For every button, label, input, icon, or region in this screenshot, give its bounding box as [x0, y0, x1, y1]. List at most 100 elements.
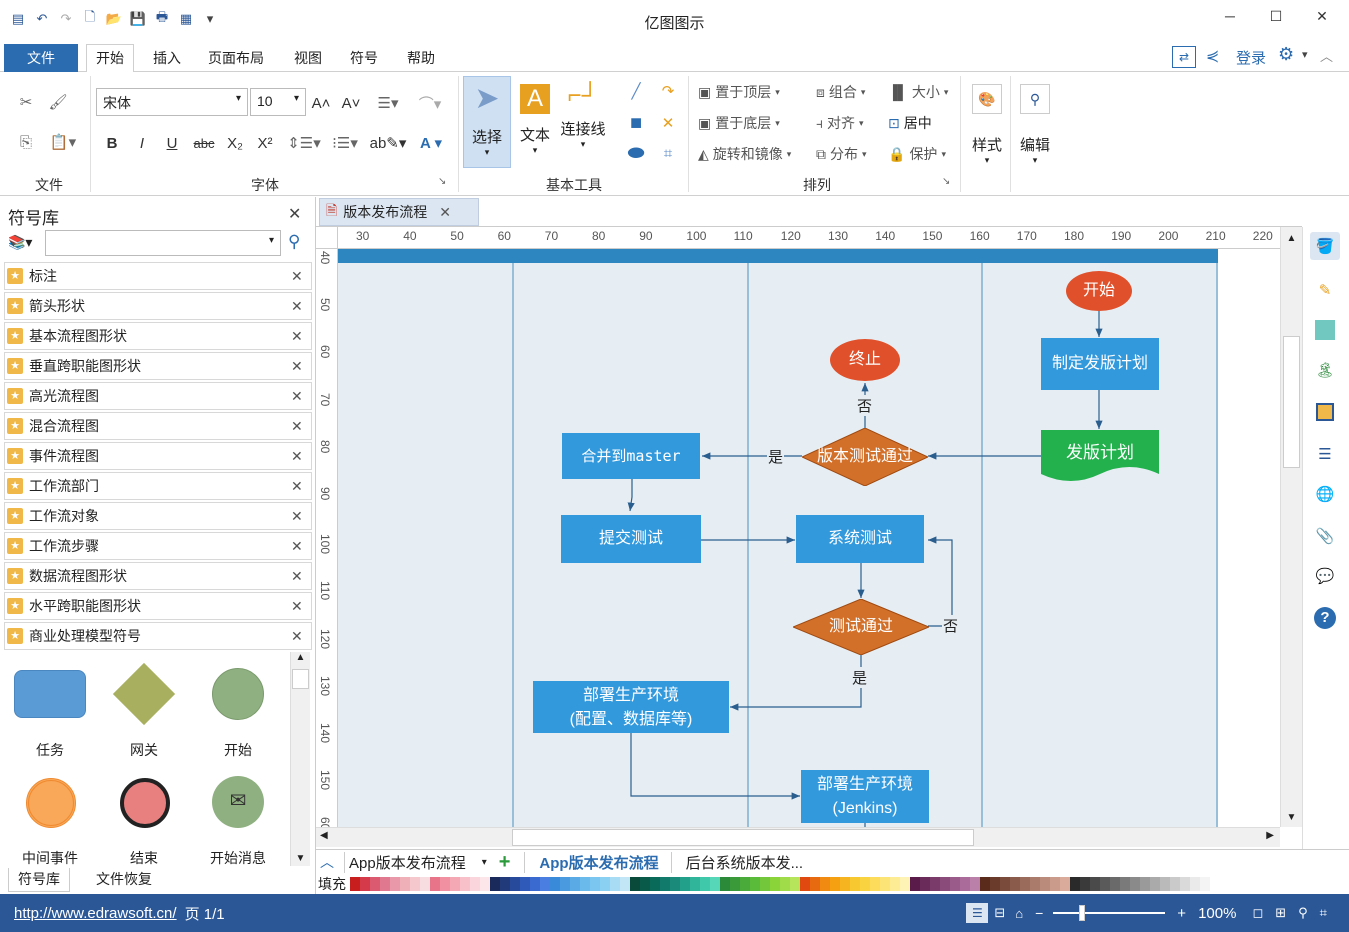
point-tool-icon[interactable]: ✕: [661, 115, 675, 132]
page-tab-active[interactable]: App版本发布流程: [524, 851, 659, 873]
app-menu-icon[interactable]: ▤: [11, 11, 25, 26]
close-library-item-icon[interactable]: ✕: [291, 507, 303, 524]
color-swatch[interactable]: [850, 877, 860, 891]
website-link[interactable]: http://www.edrawsoft.cn/: [14, 904, 177, 922]
color-swatch[interactable]: [690, 877, 700, 891]
color-swatch[interactable]: [550, 877, 560, 891]
close-library-item-icon[interactable]: ✕: [291, 417, 303, 434]
color-swatch[interactable]: [710, 877, 720, 891]
start-message-shape[interactable]: ✉: [212, 776, 264, 828]
tab-insert[interactable]: 插入: [153, 50, 181, 66]
close-window-button[interactable]: ✕: [1316, 8, 1328, 24]
close-library-item-icon[interactable]: ✕: [291, 477, 303, 494]
color-swatch[interactable]: [370, 877, 380, 891]
color-swatch[interactable]: [1150, 877, 1160, 891]
normal-view-icon[interactable]: ☰: [966, 903, 989, 923]
color-swatch[interactable]: [680, 877, 690, 891]
color-swatch[interactable]: [1070, 877, 1080, 891]
test-pass-decision[interactable]: 测试通过: [793, 599, 929, 655]
color-swatch[interactable]: [1170, 877, 1180, 891]
send-to-back-button[interactable]: ▣置于底层▾: [698, 111, 780, 135]
page-selector[interactable]: App版本发布流程: [344, 851, 466, 873]
color-swatch[interactable]: [490, 877, 500, 891]
vertical-scroll-thumb[interactable]: [1283, 336, 1300, 468]
settings-dropdown-icon[interactable]: ▾: [1302, 49, 1308, 61]
color-swatch[interactable]: [1130, 877, 1140, 891]
color-swatch[interactable]: [870, 877, 880, 891]
rotate-mirror-button[interactable]: ◭旋转和镜像▾: [698, 142, 791, 166]
tab-file-recovery[interactable]: 文件恢复: [96, 871, 152, 887]
grid-icon[interactable]: ⌗: [1319, 905, 1327, 920]
tab-help[interactable]: 帮助: [407, 50, 435, 66]
merge-node[interactable]: 合并到master: [562, 433, 700, 479]
zoom-slider[interactable]: [1053, 905, 1166, 921]
color-swatch[interactable]: [810, 877, 820, 891]
close-library-item-icon[interactable]: ✕: [291, 567, 303, 584]
export-icon[interactable]: ▦: [179, 11, 193, 26]
horizontal-scrollbar[interactable]: ◀ ▶: [316, 827, 1280, 847]
tab-view[interactable]: 视图: [294, 50, 322, 66]
color-swatch[interactable]: [750, 877, 760, 891]
tab-file[interactable]: 文件: [4, 44, 78, 72]
zoom-in-icon[interactable]: +: [1177, 904, 1187, 922]
font-dialog-launcher-icon[interactable]: ↘: [438, 176, 447, 187]
end-node[interactable]: 终止: [830, 339, 900, 381]
undo-icon[interactable]: ↶: [36, 11, 48, 26]
color-swatch[interactable]: [600, 877, 610, 891]
customize-qat-icon[interactable]: ▾: [206, 11, 214, 26]
close-library-item-icon[interactable]: ✕: [291, 387, 303, 404]
line-style-icon[interactable]: ✎: [1318, 282, 1332, 299]
library-item[interactable]: ★工作流步骤✕: [4, 532, 312, 560]
copy-icon[interactable]: ⎘: [19, 133, 32, 151]
scroll-up-icon[interactable]: ▲: [295, 652, 306, 663]
shadow-icon[interactable]: [1310, 316, 1340, 344]
ellipse-tool-icon[interactable]: ⬬: [627, 141, 645, 164]
group-button[interactable]: ⧈组合▾: [816, 80, 865, 104]
style-button[interactable]: 🎨 样式 ▾: [966, 80, 1008, 174]
color-swatch[interactable]: [500, 877, 510, 891]
task-shape[interactable]: [14, 670, 86, 718]
color-swatch[interactable]: [910, 877, 920, 891]
diagram-page[interactable]: 开始 制定发版计划 发版计划 终止 否 版本测试通过 是 合并到master 提…: [338, 249, 1280, 827]
scroll-thumb[interactable]: [292, 669, 309, 689]
color-swatch[interactable]: [560, 877, 570, 891]
color-swatch[interactable]: [720, 877, 730, 891]
color-swatch[interactable]: [640, 877, 650, 891]
color-swatch[interactable]: [970, 877, 980, 891]
color-swatch[interactable]: [820, 877, 830, 891]
highlight-icon[interactable]: ab✎▾: [369, 135, 407, 152]
submit-test-node[interactable]: 提交测试: [561, 515, 701, 563]
fit-width-icon[interactable]: ⊞: [1275, 905, 1287, 920]
chevron-down-icon[interactable]: ▾: [481, 856, 487, 868]
shapes-scrollbar[interactable]: ▲ ▼: [290, 652, 310, 866]
library-item[interactable]: ★混合流程图✕: [4, 412, 312, 440]
color-swatch[interactable]: [730, 877, 740, 891]
library-item[interactable]: ★水平跨职能图形状✕: [4, 592, 312, 620]
system-test-node[interactable]: 系统测试: [796, 515, 924, 563]
zoom-out-icon[interactable]: −: [1035, 905, 1044, 921]
document-tab[interactable]: 🗎 版本发布流程 ✕: [319, 198, 479, 226]
page-list-icon[interactable]: ☰: [1318, 446, 1332, 463]
bold-icon[interactable]: B: [106, 134, 118, 152]
plan-document-node[interactable]: 发版计划: [1041, 430, 1159, 484]
collapse-up-icon[interactable]: ︿: [320, 854, 334, 870]
underline-icon[interactable]: U: [166, 134, 178, 152]
font-color-icon[interactable]: A ▾: [420, 135, 442, 152]
fill-bucket-icon[interactable]: 🪣: [1310, 232, 1340, 260]
color-swatch[interactable]: [840, 877, 850, 891]
tab-symbol-library[interactable]: 符号库: [8, 868, 70, 892]
layers-icon[interactable]: [1310, 398, 1340, 426]
color-swatch[interactable]: [400, 877, 410, 891]
library-item[interactable]: ★标注✕: [4, 262, 312, 290]
color-swatch[interactable]: [1160, 877, 1170, 891]
line-spacing-icon[interactable]: ⇕☰▾: [287, 135, 321, 152]
color-swatch[interactable]: [580, 877, 590, 891]
font-size-combo[interactable]: 10▾: [250, 88, 306, 116]
color-swatch[interactable]: [530, 877, 540, 891]
align-button[interactable]: ⫞对齐▾: [816, 111, 864, 135]
library-item[interactable]: ★垂直跨职能图形状✕: [4, 352, 312, 380]
library-item[interactable]: ★基本流程图形状✕: [4, 322, 312, 350]
color-swatch[interactable]: [1100, 877, 1110, 891]
color-swatch[interactable]: [1030, 877, 1040, 891]
minimize-button[interactable]: ─: [1225, 8, 1235, 24]
